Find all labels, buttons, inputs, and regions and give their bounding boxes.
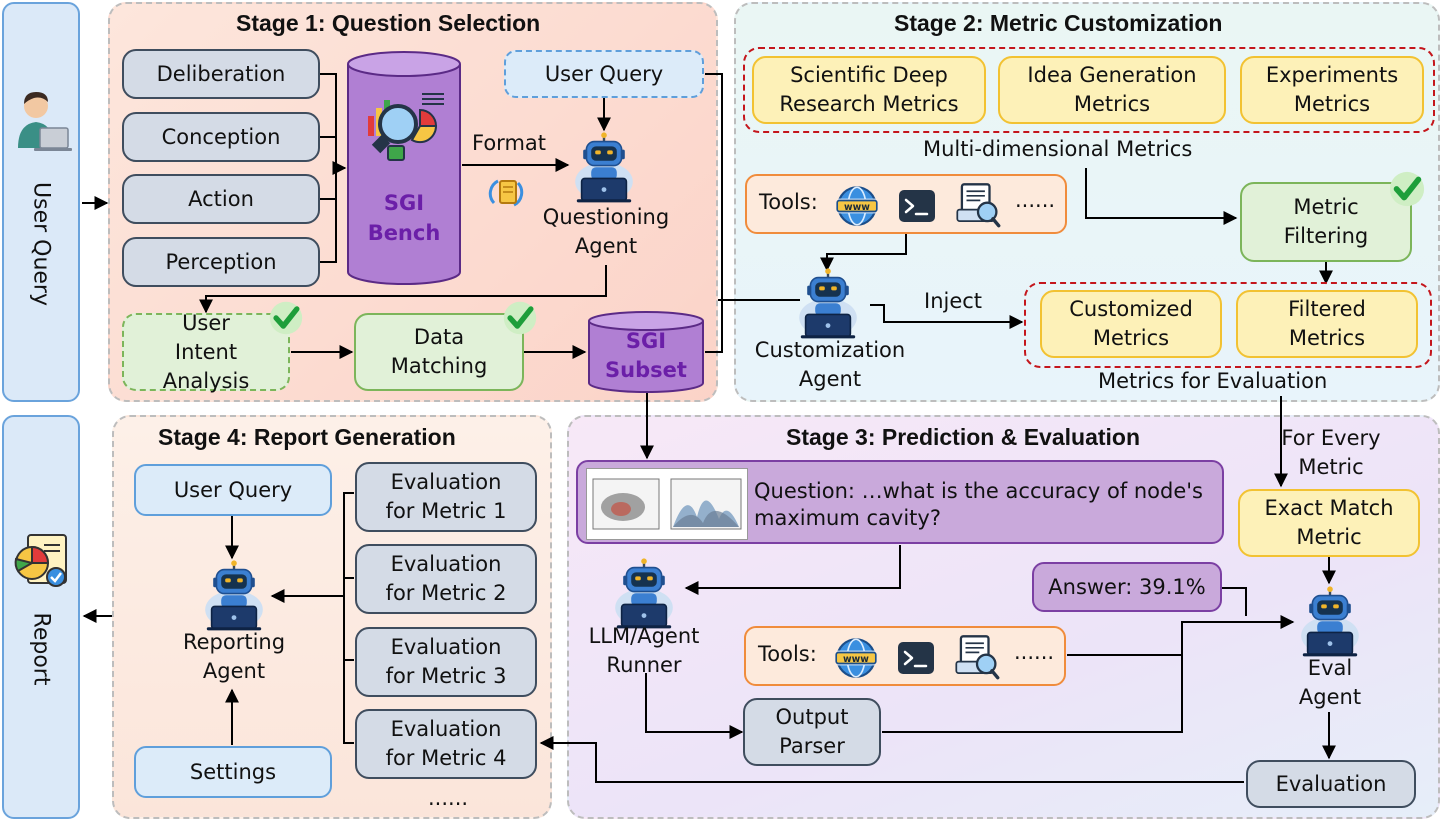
questioning-agent-label: Questioning Agent [542, 205, 670, 258]
stage2-title: Stage 2: Metric Customization [894, 10, 1223, 36]
tools-label: Tools: [759, 190, 818, 214]
stage2-tools-box: Tools: ...... [745, 174, 1067, 234]
check-mark-icon [502, 300, 538, 336]
sgi-subset-label: SGI Subset [605, 329, 687, 382]
robot-agent-icon [196, 560, 272, 632]
question-text: Question: …what is the accuracy of node'… [754, 479, 1203, 530]
stage4-ellipsis: ...... [428, 786, 469, 810]
question-box: Question: …what is the accuracy of node'… [576, 460, 1224, 544]
tools-label: Tools: [758, 642, 817, 666]
customization-agent-label: Customization Agent [754, 338, 906, 391]
tools-ellipsis: ...... [1014, 640, 1055, 664]
category-perception: Perception [122, 237, 320, 287]
report-panel: Report [2, 415, 80, 819]
sgi-subset-database: SGI Subset [587, 311, 705, 395]
www-globe-icon [834, 636, 878, 680]
inject-label: Inject [924, 289, 983, 313]
stage1-title: Stage 1: Question Selection [236, 10, 541, 36]
document-refresh-icon [488, 173, 524, 213]
eval-metrics-group [1024, 282, 1432, 368]
settings-box: Settings [134, 746, 332, 798]
robot-agent-icon [606, 558, 682, 630]
answer-box: Answer: 39.1% [1032, 562, 1222, 612]
for-every-metric-label: For Every Metric [1281, 426, 1381, 479]
category-action: Action [122, 174, 320, 224]
category-conception: Conception [122, 112, 320, 162]
www-globe-icon [835, 184, 879, 228]
robot-agent-icon [790, 268, 866, 340]
llm-agent-runner-label: LLM/Agent Runner [588, 624, 700, 677]
stage4-user-query: User Query [134, 464, 332, 516]
eval-agent-label: Eval Agent [1298, 656, 1362, 709]
evaluation-box: Evaluation [1246, 760, 1416, 808]
analytics-magnifier-icon [360, 86, 448, 166]
stage4-title: Stage 4: Report Generation [158, 424, 456, 450]
terminal-icon [895, 186, 939, 226]
format-label: Format [472, 131, 547, 155]
metrics-for-evaluation-label: Metrics for Evaluation [1098, 369, 1328, 393]
category-deliberation: Deliberation [122, 49, 320, 99]
tools-ellipsis: ...... [1015, 188, 1056, 212]
user-query-panel: User Query [2, 2, 80, 402]
stage3-tools-box: Tools: ...... [744, 626, 1066, 686]
robot-agent-icon [566, 132, 642, 204]
stage3-title: Stage 3: Prediction & Evaluation [786, 424, 1141, 450]
terminal-icon [894, 638, 938, 678]
reporting-agent-label: Reporting Agent [182, 630, 286, 683]
report-chart-icon [10, 529, 74, 593]
user-at-laptop-icon [12, 86, 72, 156]
multi-dim-metrics-group [743, 47, 1435, 133]
check-mark-icon [1388, 170, 1426, 208]
document-search-icon [955, 182, 1001, 228]
sgi-bench-database: SGI Bench [346, 50, 462, 286]
stage1-user-query: User Query [504, 50, 704, 98]
robot-agent-icon [1292, 586, 1368, 658]
check-mark-icon [268, 300, 304, 336]
document-search-icon [954, 634, 1000, 680]
plot-thumbnail-icon [586, 468, 748, 540]
multi-dimensional-metrics-label: Multi-dimensional Metrics [923, 137, 1193, 161]
sgi-bench-label: SGI Bench [367, 191, 441, 245]
